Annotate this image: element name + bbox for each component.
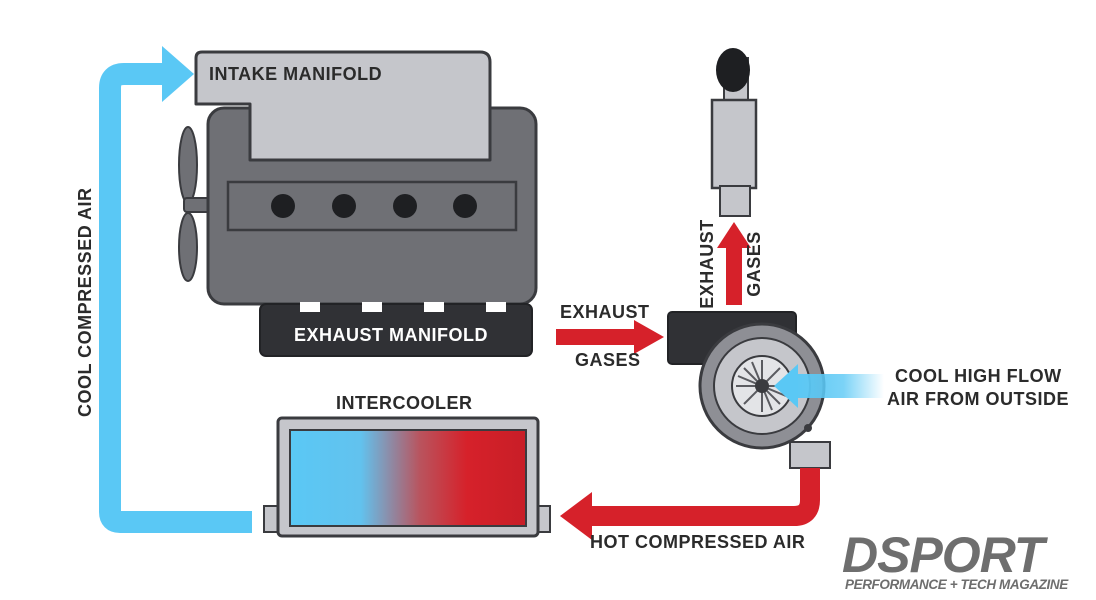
hot-air-arrowhead xyxy=(560,492,592,540)
intake-manifold-label: INTAKE MANIFOLD xyxy=(209,64,383,84)
intake-manifold xyxy=(194,50,492,162)
cool-intake-stream xyxy=(794,374,884,398)
exhaust-up-head xyxy=(717,222,751,248)
gases-label-vertical: GASES xyxy=(744,231,764,297)
exhaust-manifold-label: EXHAUST MANIFOLD xyxy=(294,325,488,345)
exhaust-up-shaft xyxy=(726,245,742,305)
muffler xyxy=(710,48,758,217)
gases-label-horizontal: GASES xyxy=(575,350,641,370)
dsport-tagline: PERFORMANCE + TECH MAGAZINE xyxy=(845,577,1068,592)
exhaust-label-vertical: EXHAUST xyxy=(697,219,717,309)
exhaust-manifold xyxy=(259,303,533,357)
hot-air-pipe xyxy=(588,468,820,526)
hot-compressed-air-label: HOT COMPRESSED AIR xyxy=(590,532,806,552)
air-from-outside-label: AIR FROM OUTSIDE xyxy=(887,389,1069,409)
cool-air-arrowhead xyxy=(162,46,194,102)
cool-high-flow-label: COOL HIGH FLOW xyxy=(895,366,1062,386)
cool-air-pipe xyxy=(99,63,252,533)
intercooler-label: INTERCOOLER xyxy=(336,393,473,413)
cool-intake-arrowhead xyxy=(774,364,798,408)
cool-compressed-air-label: COOL COMPRESSED AIR xyxy=(75,187,95,417)
exhaust-label-horizontal: EXHAUST xyxy=(560,302,650,322)
exhaust-arrow-shaft xyxy=(556,329,636,345)
dsport-logo: DSPORT xyxy=(842,527,1044,583)
dsport-logo-slash xyxy=(988,538,1008,562)
intercooler xyxy=(263,416,551,538)
turbocharger xyxy=(667,311,831,469)
exhaust-arrow-head xyxy=(634,320,664,354)
